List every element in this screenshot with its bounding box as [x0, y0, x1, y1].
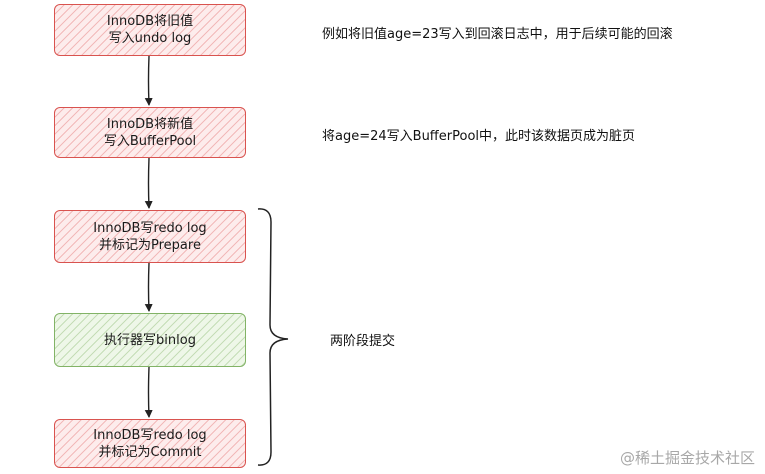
step-write-undo-log: InnoDB将旧值 写入undo log	[54, 4, 246, 56]
note-buffer-pool: 将age=24写入BufferPool中，此时该数据页成为脏页	[322, 129, 636, 144]
step-write-buffer-pool: InnoDB将新值 写入BufferPool	[54, 107, 246, 158]
step-label-line1: InnoDB写redo log	[93, 220, 207, 236]
step-write-binlog: 执行器写binlog	[54, 313, 246, 367]
arrow-buffer-to-prepare	[144, 157, 153, 209]
step-redo-log-commit: InnoDB写redo log 并标记为Commit	[54, 419, 246, 468]
step-label-line2: 写入BufferPool	[103, 133, 197, 149]
arrow-binlog-to-commit	[144, 366, 153, 418]
arrow-undo-to-buffer	[144, 55, 153, 106]
arrow-prepare-to-binlog	[144, 262, 153, 312]
step-label-line2: 写入undo log	[108, 31, 192, 46]
step-label-line2: 并标记为Commit	[98, 444, 202, 460]
step-label-line2: 并标记为Prepare	[99, 237, 201, 253]
step-label-line1: 执行器写binlog	[104, 332, 196, 348]
step-label-line1: InnoDB写redo log	[93, 427, 207, 443]
note-undo-log: 例如将旧值age=23写入到回滚日志中，用于后续可能的回滚	[322, 27, 673, 42]
note-two-phase-commit: 两阶段提交	[330, 334, 396, 349]
two-phase-brace	[257, 208, 289, 466]
step-redo-log-prepare: InnoDB写redo log 并标记为Prepare	[54, 210, 246, 263]
step-label-line1: InnoDB将新值	[106, 116, 194, 132]
step-label-line1: InnoDB将旧值	[106, 14, 194, 29]
watermark: @稀土掘金技术社区	[619, 449, 755, 467]
